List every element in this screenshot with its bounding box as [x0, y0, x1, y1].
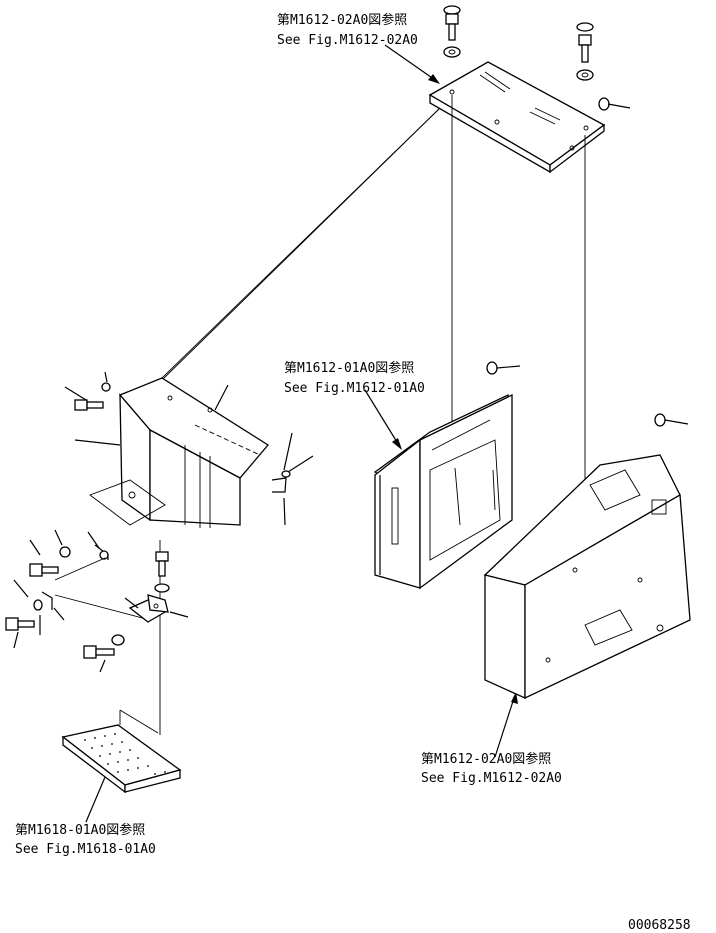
reference-label-middle: 第M1612-01A0図参照 See Fig.M1612-01A0 — [284, 360, 425, 396]
middle-clip — [486, 361, 521, 375]
reference-bottom-jp: 第M1618-01A0図参照 — [15, 822, 145, 838]
top-bolt-left — [443, 5, 461, 58]
cover-connector-line — [161, 107, 441, 379]
reference-middle-en: See Fig.M1612-01A0 — [284, 381, 425, 396]
drawing-number: 00068258 — [628, 918, 691, 933]
bracket-assembly — [5, 529, 189, 673]
left-cover-bolt — [74, 382, 111, 411]
left-cover-clip — [271, 470, 291, 493]
right-housing — [483, 454, 691, 700]
left-leader-lines — [64, 371, 314, 526]
reference-label-bottom: 第M1618-01A0図参照 See Fig.M1618-01A0 — [15, 822, 156, 857]
right-clip — [654, 413, 689, 427]
reference-right-en: See Fig.M1612-02A0 — [421, 771, 562, 786]
top-cover-plate — [428, 61, 606, 174]
left-cover — [89, 377, 269, 528]
reference-arrows — [85, 44, 518, 823]
reference-top-en: See Fig.M1612-02A0 — [277, 33, 418, 48]
top-clip — [598, 97, 631, 111]
reference-middle-jp: 第M1612-01A0図参照 — [284, 360, 414, 376]
top-bolt-right — [576, 22, 594, 81]
reference-label-right: 第M1612-02A0図参照 See Fig.M1612-02A0 — [421, 751, 562, 786]
reference-label-top: 第M1612-02A0図参照 See Fig.M1612-02A0 — [277, 12, 418, 48]
step-plate-holes — [84, 733, 166, 775]
reference-right-jp: 第M1612-02A0図参照 — [421, 751, 551, 767]
step-plate — [61, 709, 182, 794]
reference-top-jp: 第M1612-02A0図参照 — [277, 12, 407, 28]
middle-side-panel — [373, 393, 513, 590]
reference-bottom-en: See Fig.M1618-01A0 — [15, 842, 156, 857]
